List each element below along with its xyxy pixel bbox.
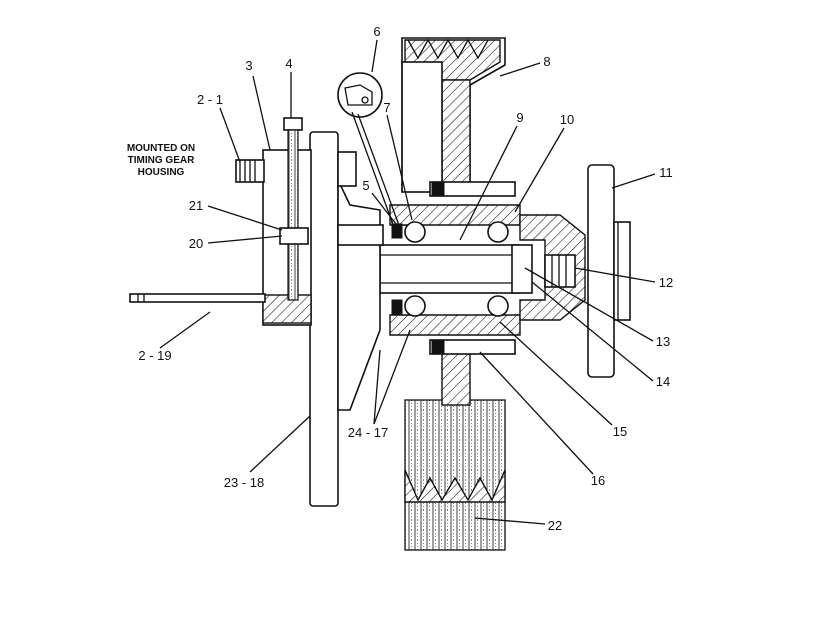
callout-4: 4: [285, 56, 292, 71]
callout-23-18: 23 - 18: [224, 475, 264, 490]
callout-21: 21: [189, 198, 203, 213]
callout-11: 11: [659, 165, 673, 180]
callout-2-1: 2 - 1: [197, 92, 223, 107]
callout-7: 7: [383, 100, 390, 115]
flange-part: [587, 164, 631, 378]
callout-3: 3: [245, 58, 252, 73]
callout-22: 22: [548, 518, 562, 533]
callout-8: 8: [543, 54, 550, 69]
callout-2-19: 2 - 19: [138, 348, 171, 363]
leader-lines: [159, 39, 656, 525]
note-line-2: TIMING GEAR: [128, 155, 195, 166]
callout-9: 9: [516, 110, 523, 125]
callout-15: 15: [613, 424, 627, 439]
callout-10: 10: [560, 112, 574, 127]
callout-16: 16: [591, 473, 605, 488]
callout-20: 20: [189, 236, 203, 251]
callout-13: 13: [656, 334, 670, 349]
note-line-1: MOUNTED ON: [127, 143, 195, 154]
callout-labels: 2 - 1 3 4 5 6 7 8 9 10 11 12 13 14 15 16…: [138, 24, 673, 533]
callout-5: 5: [362, 178, 369, 193]
callout-24-17: 24 - 17: [348, 425, 388, 440]
callout-6: 6: [373, 24, 380, 39]
upper-pulley-part: [401, 37, 506, 193]
lower-belt-part: [404, 344, 506, 551]
puller-tool-part: [129, 117, 384, 507]
callout-12: 12: [659, 275, 673, 290]
callout-14: 14: [656, 374, 670, 389]
hub-assembly-part: [379, 181, 586, 355]
seal-detail-inset: [337, 72, 401, 231]
mounting-note: MOUNTED ON TIMING GEAR HOUSING: [127, 143, 195, 178]
note-line-3: HOUSING: [138, 167, 185, 178]
